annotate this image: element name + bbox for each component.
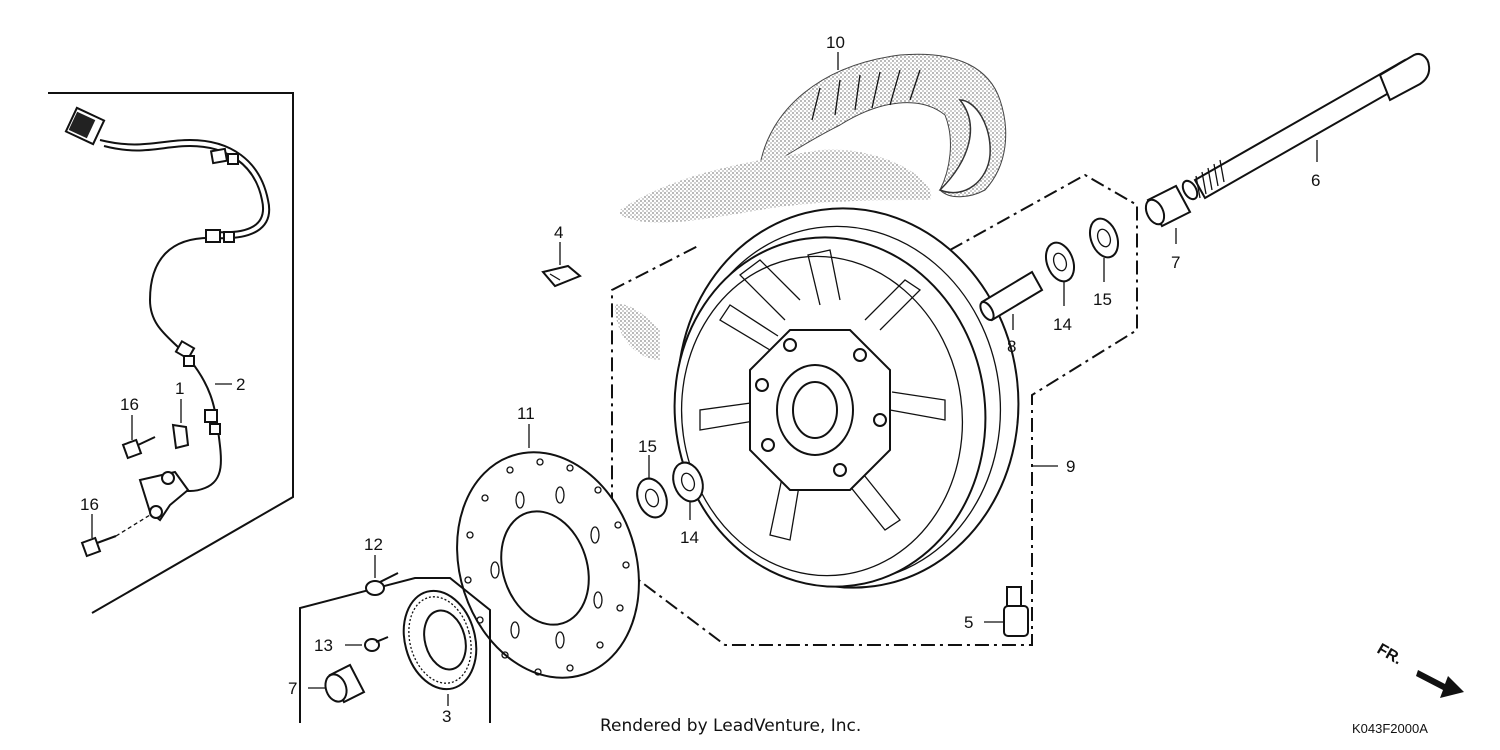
label-7-right: 7	[1171, 253, 1180, 272]
label-16-upper: 16	[120, 395, 139, 414]
leader-lines	[308, 52, 1318, 706]
collar-left	[324, 663, 366, 704]
distance-collar	[979, 270, 1044, 322]
wheel-rim	[673, 207, 1020, 589]
bearing-14-right	[1044, 241, 1076, 283]
label-12: 12	[364, 535, 383, 554]
collar-right	[1144, 184, 1192, 228]
front-axle	[1181, 53, 1431, 201]
label-15-left: 15	[638, 437, 657, 456]
wheel-group-outline	[611, 173, 1138, 646]
brake-disc	[456, 451, 640, 679]
speed-sensor	[138, 470, 190, 522]
pulser-group-outline	[299, 577, 491, 723]
air-valve	[1003, 586, 1029, 637]
label-7-left: 7	[288, 679, 297, 698]
wheel-spokes	[699, 249, 946, 541]
label-14-left: 14	[680, 528, 699, 547]
seal-15-left	[636, 477, 668, 519]
label-3: 3	[442, 707, 451, 726]
sensor-panel	[48, 92, 294, 614]
label-9: 9	[1066, 457, 1075, 476]
label-16-lower: 16	[80, 495, 99, 514]
bolt-16-lower	[80, 514, 151, 558]
pulser-ring	[402, 589, 478, 691]
front-direction-arrow: FR.	[1374, 641, 1464, 698]
bolt-12	[365, 572, 399, 596]
label-4: 4	[554, 223, 563, 242]
seal-15-right	[1088, 217, 1120, 259]
label-1: 1	[175, 379, 184, 398]
bolt-16-upper	[121, 436, 156, 460]
diagram-code: K043F2000A	[1352, 721, 1428, 736]
screw-13	[364, 636, 389, 652]
label-11: 11	[517, 404, 535, 423]
sensor-cable	[99, 138, 271, 493]
label-13: 13	[314, 636, 333, 655]
bearing-14-left	[672, 461, 704, 503]
label-5: 5	[964, 613, 973, 632]
label-6: 6	[1311, 171, 1320, 190]
label-8: 8	[1007, 337, 1016, 356]
label-2: 2	[236, 375, 245, 394]
label-14-right: 14	[1053, 315, 1072, 334]
label-10: 10	[826, 33, 845, 52]
wheel-hub	[749, 329, 891, 491]
front-direction-label: FR.	[1374, 641, 1405, 669]
clip-4	[541, 264, 582, 288]
cable-clip	[171, 423, 190, 450]
label-15-right: 15	[1093, 290, 1112, 309]
footer-credit: Rendered by LeadVenture, Inc.	[600, 716, 861, 736]
